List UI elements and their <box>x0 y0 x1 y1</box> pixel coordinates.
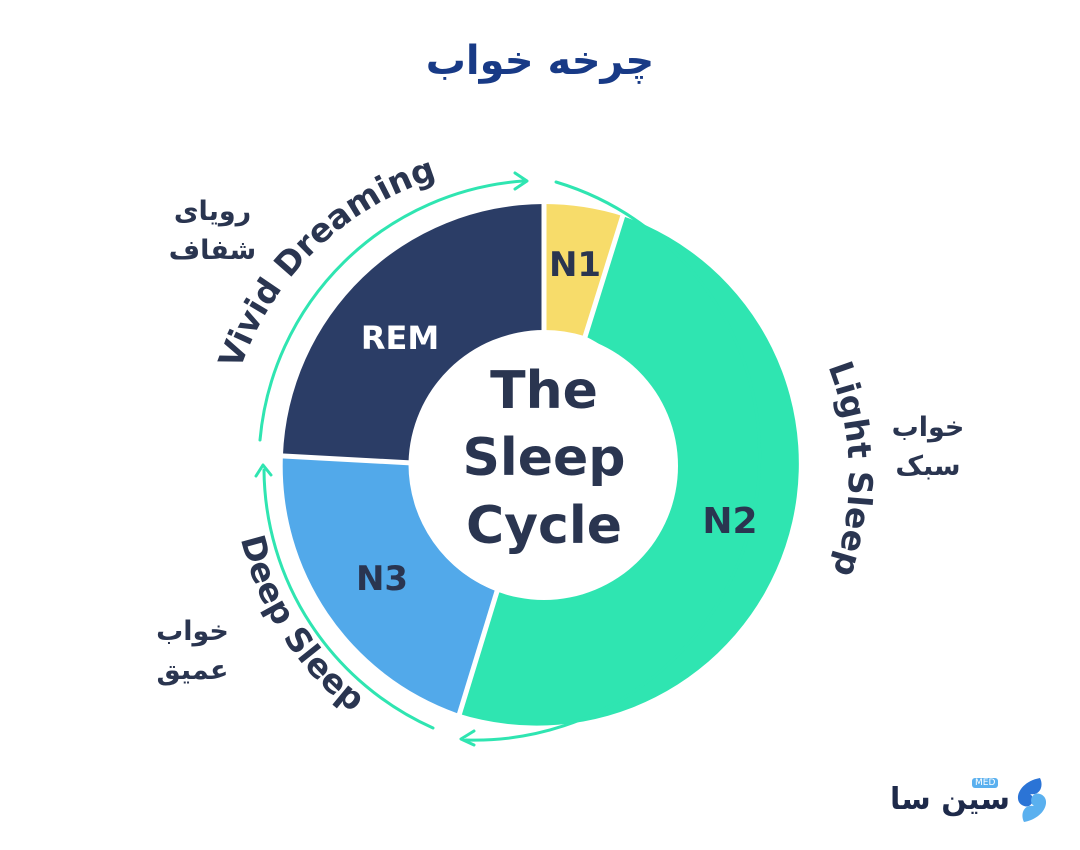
farsi-label-vivid: رویای شفاف <box>150 192 275 270</box>
stage-label-n3: N3 <box>356 559 408 599</box>
logo-mark-icon <box>1017 778 1047 822</box>
divider-n3-rem <box>278 453 413 466</box>
arrowhead-left <box>254 463 273 478</box>
farsi-label-deep: خواب عمیق <box>135 612 250 690</box>
logo-badge: MED <box>972 778 999 788</box>
stage-label-n2: N2 <box>702 501 757 542</box>
farsi-label-light: خواب سبک <box>868 408 988 486</box>
segment-rem <box>282 204 544 463</box>
center-title-line-1: The <box>490 361 598 421</box>
cycle-arrow-top <box>258 179 525 442</box>
segment-n3 <box>282 456 500 714</box>
arrowhead-right <box>459 729 476 747</box>
farsi-label-light-line-2: سبک <box>895 451 961 483</box>
page-title: چرخه خواب <box>425 38 655 84</box>
center-title-line-3: Cycle <box>466 496 622 556</box>
farsi-label-light-line-1: خواب <box>891 412 965 443</box>
divider-n2-n3 <box>456 587 501 718</box>
cycle-arrow-right <box>464 180 762 742</box>
arrowhead-top <box>513 171 529 191</box>
farsi-label-deep-line-2: عمیق <box>156 655 229 687</box>
farsi-label-vivid-line-2: شفاف <box>168 235 257 267</box>
segment-n1 <box>544 203 623 337</box>
cycle-arrow-left <box>262 468 435 730</box>
divider-n1-n2 <box>581 211 627 341</box>
stage-label-n1: N1 <box>549 245 601 285</box>
center-circle <box>410 332 678 600</box>
farsi-label-vivid-line-1: رویای <box>173 196 252 227</box>
center-title-line-2: Sleep <box>462 428 625 488</box>
farsi-label-deep-line-1: خواب <box>156 616 229 647</box>
brand-logo: سین سا MED <box>890 770 1060 830</box>
stage-label-rem: REM <box>361 319 439 357</box>
